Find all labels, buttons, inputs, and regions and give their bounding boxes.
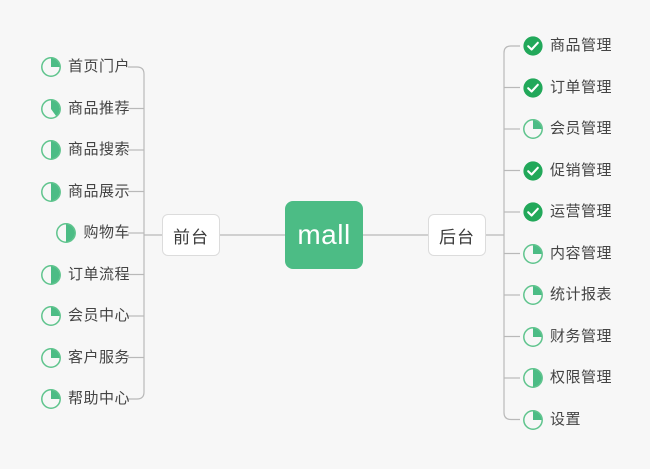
leaf-label: 首页门户 bbox=[67, 58, 130, 75]
leaf-label: 商品管理 bbox=[550, 37, 613, 54]
leaf-node-right-5[interactable]: 内容管理 bbox=[522, 241, 612, 267]
pie-progress-icon bbox=[40, 98, 62, 120]
pie-progress-icon bbox=[40, 305, 62, 327]
leaf-node-right-2[interactable]: 会员管理 bbox=[522, 116, 612, 142]
pie-progress-icon bbox=[522, 243, 544, 265]
leaf-label: 订单管理 bbox=[550, 78, 613, 96]
pie-progress-icon bbox=[522, 118, 544, 140]
leaf-label: 权限管理 bbox=[550, 369, 613, 386]
leaf-label: 订单流程 bbox=[67, 265, 130, 283]
leaf-label: 购物车 bbox=[83, 224, 130, 241]
check-circle-icon bbox=[522, 77, 544, 99]
leaf-node-right-1[interactable]: 订单管理 bbox=[522, 75, 612, 101]
pie-progress-icon bbox=[40, 181, 62, 203]
leaf-node-left-0[interactable]: 首页门户 bbox=[0, 54, 130, 80]
leaf-node-right-6[interactable]: 统计报表 bbox=[522, 282, 612, 308]
leaf-node-left-4[interactable]: 购物车 bbox=[0, 220, 130, 246]
pie-progress-icon bbox=[40, 347, 62, 369]
leaf-label: 财务管理 bbox=[550, 327, 613, 345]
root-node-mall[interactable]: mall bbox=[285, 201, 363, 269]
leaf-node-right-9[interactable]: 设置 bbox=[522, 407, 581, 433]
leaf-label: 帮助中心 bbox=[67, 390, 130, 407]
leaf-label: 运营管理 bbox=[550, 203, 613, 220]
leaf-label: 商品展示 bbox=[67, 182, 130, 200]
pie-progress-icon bbox=[40, 139, 62, 161]
leaf-label: 客户服务 bbox=[67, 348, 130, 366]
pie-progress-icon bbox=[522, 367, 544, 389]
pie-progress-icon bbox=[40, 56, 62, 78]
leaf-label: 促销管理 bbox=[550, 161, 613, 179]
leaf-label: 设置 bbox=[550, 410, 582, 428]
leaf-node-right-7[interactable]: 财务管理 bbox=[522, 324, 612, 350]
leaf-node-left-3[interactable]: 商品展示 bbox=[0, 179, 130, 205]
check-circle-icon bbox=[522, 35, 544, 57]
leaf-node-left-6[interactable]: 会员中心 bbox=[0, 303, 130, 329]
leaf-label: 会员中心 bbox=[67, 307, 130, 324]
leaf-label: 内容管理 bbox=[550, 244, 613, 262]
leaf-node-left-8[interactable]: 帮助中心 bbox=[0, 386, 130, 412]
leaf-label: 统计报表 bbox=[550, 286, 613, 303]
leaf-label: 商品搜索 bbox=[67, 141, 130, 158]
pie-progress-icon bbox=[55, 222, 77, 244]
leaf-node-left-2[interactable]: 商品搜索 bbox=[0, 137, 130, 163]
pie-progress-icon bbox=[522, 326, 544, 348]
leaf-node-left-1[interactable]: 商品推荐 bbox=[0, 96, 130, 122]
check-circle-icon bbox=[522, 201, 544, 223]
leaf-label: 会员管理 bbox=[550, 120, 613, 137]
leaf-label: 商品推荐 bbox=[67, 99, 130, 117]
pie-progress-icon bbox=[522, 284, 544, 306]
leaf-node-right-3[interactable]: 促销管理 bbox=[522, 158, 612, 184]
check-circle-icon bbox=[522, 160, 544, 182]
leaf-node-left-7[interactable]: 客户服务 bbox=[0, 345, 130, 371]
branch-node-backend[interactable]: 后台 bbox=[428, 214, 486, 256]
leaf-node-left-5[interactable]: 订单流程 bbox=[0, 262, 130, 288]
pie-progress-icon bbox=[40, 264, 62, 286]
pie-progress-icon bbox=[522, 409, 544, 431]
pie-progress-icon bbox=[40, 388, 62, 410]
leaf-node-right-0[interactable]: 商品管理 bbox=[522, 33, 612, 59]
leaf-node-right-4[interactable]: 运营管理 bbox=[522, 199, 612, 225]
leaf-node-right-8[interactable]: 权限管理 bbox=[522, 365, 612, 391]
branch-node-frontend[interactable]: 前台 bbox=[162, 214, 220, 256]
